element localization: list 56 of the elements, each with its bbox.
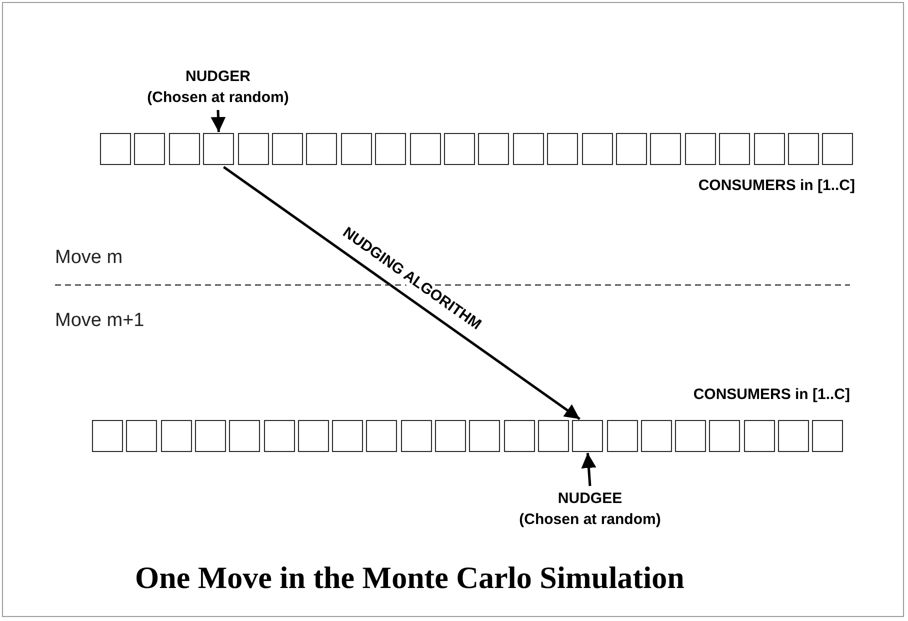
cell-box [616,133,647,165]
cell-box [778,420,809,452]
move-label: Move m+1 [55,310,144,332]
cell-box [264,420,294,452]
row-label: CONSUMERS in [1..C] [693,386,850,403]
cell-box [400,420,432,452]
cell-box [340,133,372,165]
diagram-title: One Move in the Monte Carlo Simulation [135,560,684,596]
cell-box [582,133,613,165]
cell-box [719,133,750,165]
cell-box [410,133,441,165]
role-note: (Chosen at random) [519,510,661,530]
cell-box [512,133,544,165]
cell-box [709,420,740,452]
cell-box [788,133,819,165]
cell-box [675,420,706,452]
move-label: Move m [55,247,123,269]
role-label: NUDGER [185,67,250,87]
cell-box [547,133,578,165]
arrow [222,166,580,420]
cell-box [640,420,672,452]
arrow [210,110,226,132]
role-label: NUDGEE [558,489,622,509]
cell-box [126,420,158,452]
cell-box [100,133,131,165]
cell-box [435,420,466,452]
arrow [581,452,596,486]
cell-box [744,420,775,452]
cell-box [194,420,226,452]
cell-box [538,420,569,452]
cell-box [812,420,844,452]
cell-box [168,133,200,165]
cell-box [160,420,192,452]
cell-box [572,420,604,452]
cell-box [229,420,260,452]
cell-box [92,420,123,452]
cell-box [332,420,364,452]
cell-box [444,133,475,165]
role-note: (Chosen at random) [147,88,289,108]
cell-box [203,133,234,165]
cell-box [822,133,854,165]
cell-box [504,420,535,452]
cell-box [272,133,303,165]
row-label: CONSUMERS in [1..C] [698,177,855,194]
cell-box [306,133,338,165]
cell-box [478,133,510,165]
cell-box [469,420,500,452]
cell-box [606,420,638,452]
cell-box [298,420,329,452]
cell-box [134,133,166,165]
cell-box [754,133,785,165]
cell-box [650,133,682,165]
cell-box [684,133,716,165]
cell-box [375,133,406,165]
cell-box [238,133,269,165]
cell-box [366,420,398,452]
